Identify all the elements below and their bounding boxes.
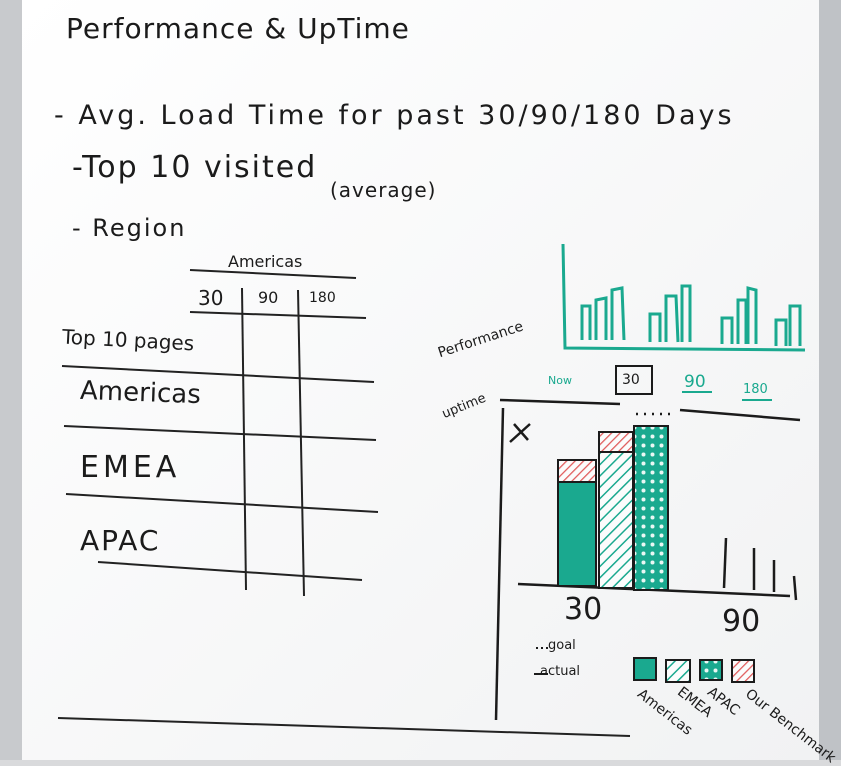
region-table bbox=[61, 269, 379, 597]
table-row-americas: Americas bbox=[79, 375, 202, 411]
table-col-90: 90 bbox=[258, 288, 279, 307]
legend-line-marks bbox=[534, 647, 548, 675]
tab-180: 180 bbox=[743, 382, 768, 397]
table-group-header: Americas bbox=[228, 252, 303, 271]
board-title: Performance & UpTime bbox=[66, 12, 410, 45]
table-col-30: 30 bbox=[198, 286, 224, 310]
tab-30: 30 bbox=[622, 372, 640, 388]
table-row-emea: EMEA bbox=[80, 450, 181, 485]
period-tabs-marks bbox=[615, 365, 772, 401]
mini-bar-sketch bbox=[561, 243, 806, 352]
chart-bars bbox=[557, 425, 669, 591]
top-visited-line: -Top 10 visited bbox=[72, 150, 318, 185]
legend-goal: goal bbox=[548, 638, 576, 653]
tab-90: 90 bbox=[684, 372, 706, 392]
table-col-180: 180 bbox=[309, 290, 336, 306]
table-row-apac: APAC bbox=[80, 524, 161, 557]
top-visited-note: (average) bbox=[330, 178, 437, 202]
region-line: - Region bbox=[72, 214, 187, 242]
avg-load-line: - Avg. Load Time for past 30/90/180 Days bbox=[54, 100, 735, 131]
x-label-30: 30 bbox=[564, 592, 603, 627]
tab-now: Now bbox=[548, 374, 572, 387]
legend-swatches bbox=[633, 657, 755, 683]
legend-actual: actual bbox=[540, 664, 581, 679]
x-label-90: 90 bbox=[722, 604, 761, 639]
